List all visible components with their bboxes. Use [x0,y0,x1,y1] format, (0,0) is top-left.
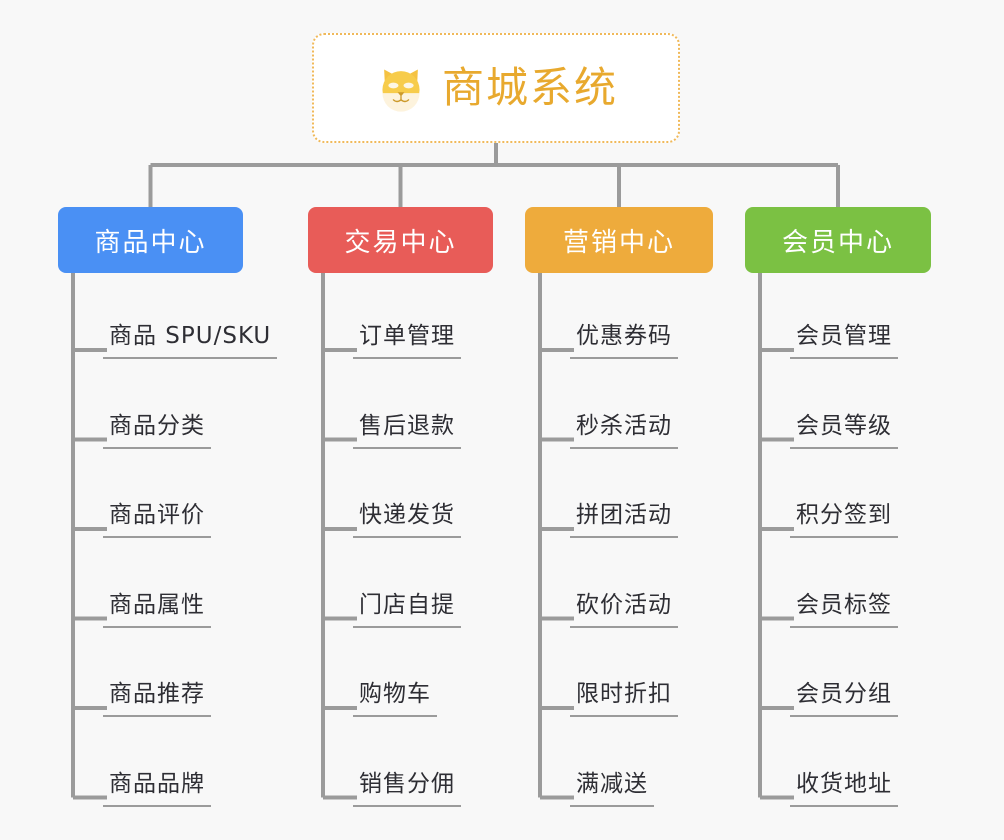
leaf-item[interactable]: 会员标签 [790,585,898,628]
leaf-item[interactable]: 售后退款 [353,406,461,449]
leaf-item-label: 砍价活动 [570,585,678,628]
branch-header-label: 营销中心 [562,227,675,258]
leaf-item-label: 门店自提 [353,585,461,628]
leaf-item[interactable]: 限时折扣 [570,674,678,717]
leaf-item-label: 商品 SPU/SKU [103,316,278,359]
leaf-item[interactable]: 商品品牌 [103,764,211,807]
branch-header-marketing-center[interactable]: 营销中心 [525,207,713,273]
leaf-item-label: 会员管理 [790,316,898,359]
leaf-item[interactable]: 商品分类 [103,406,211,449]
leaf-item[interactable]: 优惠券码 [570,316,678,359]
branch-header-label: 交易中心 [344,227,457,258]
branch-header-member-center[interactable]: 会员中心 [745,207,931,273]
leaf-item[interactable]: 秒杀活动 [570,406,678,449]
leaf-item[interactable]: 会员分组 [790,674,898,717]
leaf-item[interactable]: 销售分佣 [353,764,461,807]
leaf-item[interactable]: 商品 SPU/SKU [103,316,278,359]
leaf-item-label: 订单管理 [353,316,461,359]
leaf-item-label: 售后退款 [353,406,461,449]
leaf-item-label: 商品分类 [103,406,211,449]
leaf-item-label: 销售分佣 [353,764,461,807]
leaf-item-label: 商品推荐 [103,674,211,717]
leaf-item[interactable]: 拼团活动 [570,495,678,538]
leaf-item[interactable]: 商品推荐 [103,674,211,717]
leaf-item[interactable]: 满减送 [570,764,654,807]
leaf-item-label: 满减送 [570,764,654,807]
leaf-item-label: 会员等级 [790,406,898,449]
leaf-item[interactable]: 商品评价 [103,495,211,538]
leaf-item-label: 优惠券码 [570,316,678,359]
leaf-item-label: 商品品牌 [103,764,211,807]
branch-header-label: 商品中心 [94,227,207,258]
leaf-item-label: 会员标签 [790,585,898,628]
branch-header-label: 会员中心 [781,227,894,258]
leaf-item[interactable]: 砍价活动 [570,585,678,628]
leaf-item[interactable]: 积分签到 [790,495,898,538]
root-node[interactable]: 商城系统 [312,33,680,143]
leaf-item[interactable]: 订单管理 [353,316,461,359]
leaf-item-label: 快递发货 [353,495,461,538]
root-title: 商城系统 [441,63,618,112]
leaf-item[interactable]: 商品属性 [103,585,211,628]
leaf-item[interactable]: 收货地址 [790,764,898,807]
leaf-item-label: 会员分组 [790,674,898,717]
leaf-item[interactable]: 门店自提 [353,585,461,628]
leaf-item-label: 收货地址 [790,764,898,807]
leaf-item[interactable]: 购物车 [353,674,437,717]
leaf-item-label: 限时折扣 [570,674,678,717]
leaf-item-label: 秒杀活动 [570,406,678,449]
leaf-item-label: 拼团活动 [570,495,678,538]
leaf-item-label: 购物车 [353,674,437,717]
leaf-item[interactable]: 快递发货 [353,495,461,538]
dog-face-icon [382,69,420,112]
leaf-item-label: 商品评价 [103,495,211,538]
leaf-item-label: 商品属性 [103,585,211,628]
branch-header-product-center[interactable]: 商品中心 [58,207,243,273]
leaf-item-label: 积分签到 [790,495,898,538]
branch-header-trade-center[interactable]: 交易中心 [308,207,493,273]
leaf-item[interactable]: 会员管理 [790,316,898,359]
leaf-item[interactable]: 会员等级 [790,406,898,449]
